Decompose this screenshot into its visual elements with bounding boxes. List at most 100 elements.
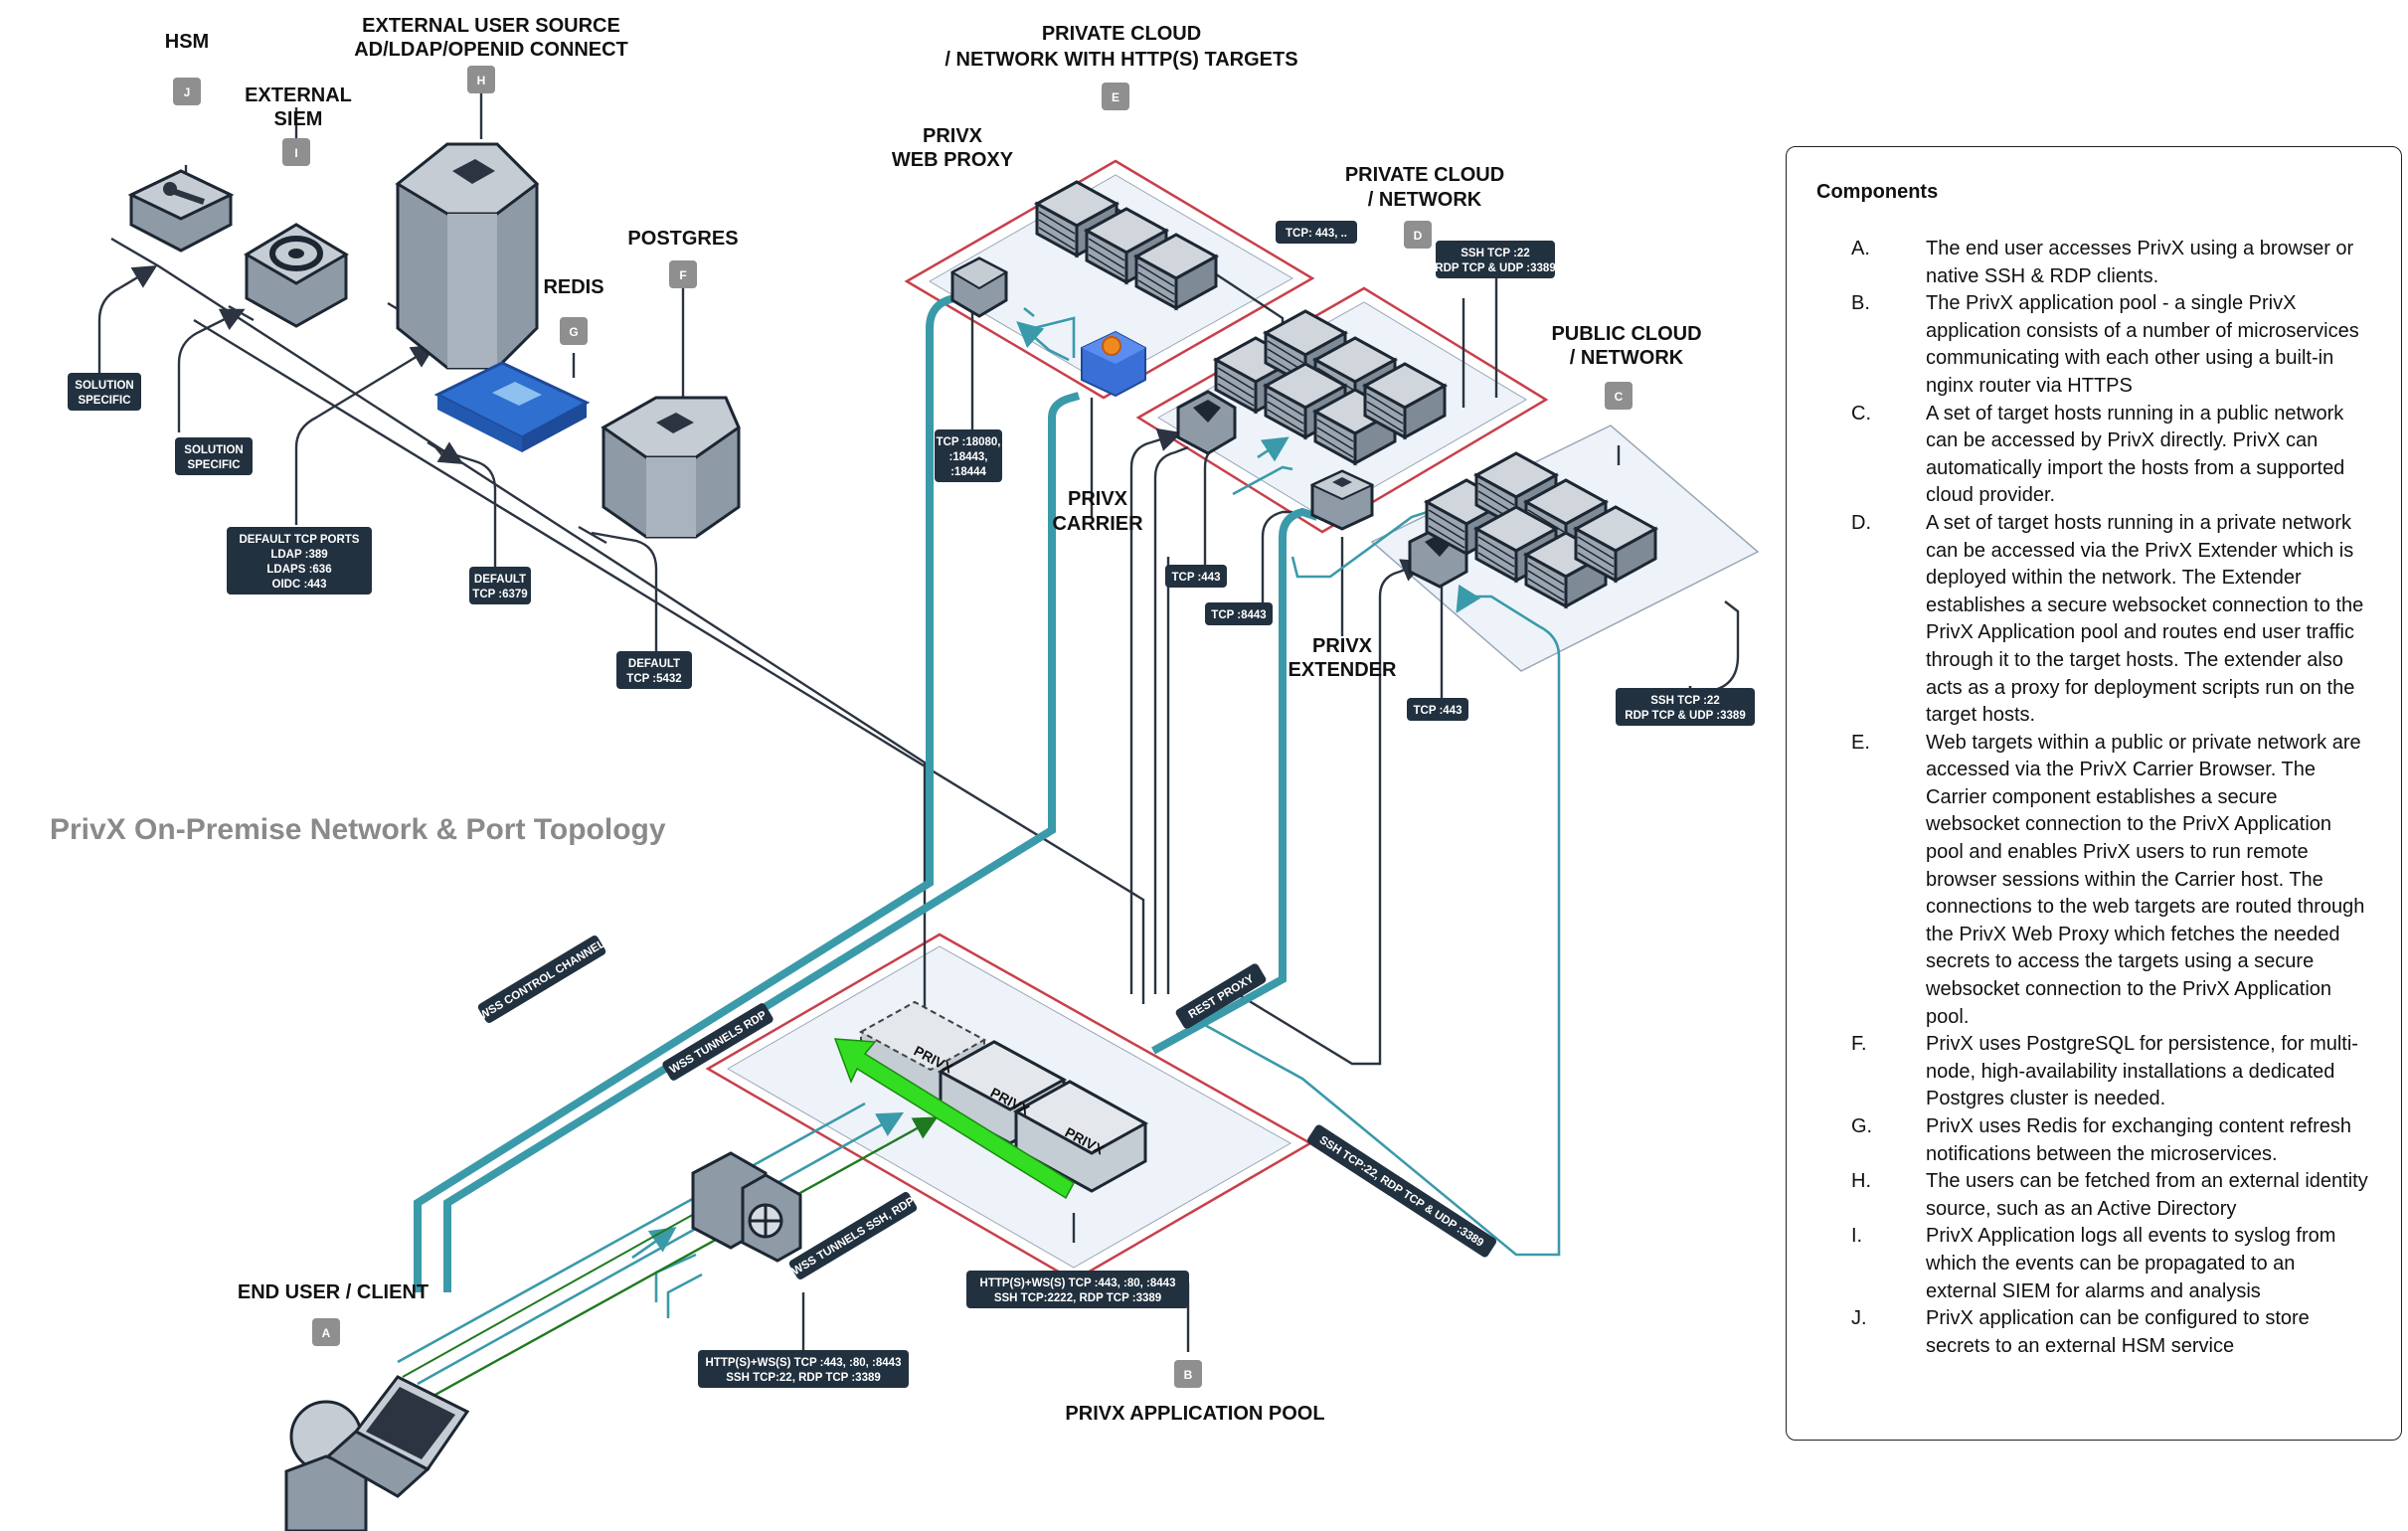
badge-end-user: A xyxy=(312,1318,340,1346)
component-item: H.The users can be fetched from an exter… xyxy=(1816,1168,2371,1223)
postgres-label: POSTGRES xyxy=(627,228,738,250)
public-cloud-label-1: PUBLIC CLOUD xyxy=(1551,323,1701,345)
flow-arrow xyxy=(833,1038,1075,1200)
extender-icon xyxy=(1309,469,1375,531)
node-labels: HSM EXTERNAL SIEM EXTERNAL USER SOURCE A… xyxy=(165,15,1702,1425)
svg-text:WSS CONTROL CHANNEL: WSS CONTROL CHANNEL xyxy=(477,937,607,1022)
component-item: E.Web targets within a public or private… xyxy=(1816,730,2371,1032)
component-letter: I. xyxy=(1851,1225,1863,1248)
port-labels: SOLUTIONSPECIFICSOLUTIONSPECIFICDEFAULT … xyxy=(68,221,1755,1388)
badge-redis: G xyxy=(560,317,588,345)
svg-text:RDP TCP & UDP :3389: RDP TCP & UDP :3389 xyxy=(1625,710,1745,722)
svg-text:A: A xyxy=(322,1326,331,1340)
svg-text:D: D xyxy=(1414,229,1423,243)
postgres-db-icon xyxy=(601,396,741,539)
svg-text::18444: :18444 xyxy=(950,466,986,478)
svg-text:LDAPS :636: LDAPS :636 xyxy=(266,564,331,576)
component-text: PrivX application can be configured to s… xyxy=(1926,1307,2310,1357)
svg-text:HTTP(S)+WS(S) TCP :443, :80, :: HTTP(S)+WS(S) TCP :443, :80, :8443 xyxy=(980,1277,1176,1289)
svg-text:RDP TCP & UDP :3389: RDP TCP & UDP :3389 xyxy=(1435,262,1555,274)
hsm-key-icon xyxy=(127,169,235,253)
user-source-label-2: AD/LDAP/OPENID CONNECT xyxy=(354,39,628,61)
diagram-title: PrivX On-Premise Network & Port Topology xyxy=(50,813,666,846)
svg-text:SSH TCP:2222, RDP TCP :3389: SSH TCP:2222, RDP TCP :3389 xyxy=(994,1292,1161,1304)
component-item: J. PrivX application can be configured to… xyxy=(1816,1305,2371,1360)
svg-text:C: C xyxy=(1615,390,1624,404)
svg-text:E: E xyxy=(1112,90,1119,104)
component-text: A set of target hosts running in a priva… xyxy=(1926,511,2364,727)
privx-server-icons: PRIVX PRIVX PRIVX xyxy=(858,1000,1149,1193)
web-proxy-label-1: PRIVX xyxy=(923,125,983,147)
components-panel: Components A.The end user accesses PrivX… xyxy=(1786,146,2402,1441)
svg-text:TCP :5432: TCP :5432 xyxy=(626,673,681,685)
svg-text:SOLUTION: SOLUTION xyxy=(184,444,243,456)
svg-text:SSH TCP :22: SSH TCP :22 xyxy=(1461,248,1529,259)
app-pool-label: PRIVX APPLICATION POOL xyxy=(1065,1403,1324,1425)
svg-text:SSH TCP:22, RDP TCP & UDP :338: SSH TCP:22, RDP TCP & UDP :3389 xyxy=(1317,1134,1485,1250)
component-letter: A. xyxy=(1851,238,1870,259)
svg-text:J: J xyxy=(184,85,191,99)
hsm-label: HSM xyxy=(165,31,209,53)
channel-wss-control: WSS CONTROL CHANNEL xyxy=(477,936,607,1023)
siem-target-icon xyxy=(244,223,349,328)
svg-text:DEFAULT: DEFAULT xyxy=(474,574,526,586)
badge-public-cloud: C xyxy=(1605,382,1633,410)
components-list: A. The end user accesses PrivX using a br… xyxy=(1816,236,2371,1360)
svg-text:TCP: 443, ..: TCP: 443, .. xyxy=(1286,228,1347,240)
badge-private-cloud: D xyxy=(1404,221,1432,249)
component-text: PrivX Application logs all events to sys… xyxy=(1926,1225,2336,1302)
extender-label-1: PRIVX xyxy=(1312,635,1373,657)
svg-text:SPECIFIC: SPECIFIC xyxy=(78,395,130,407)
user-source-label-1: EXTERNAL USER SOURCE xyxy=(362,15,620,37)
component-letter: B. xyxy=(1851,292,1870,315)
end-user-label: END USER / CLIENT xyxy=(238,1281,429,1303)
port-label-tcp443-b: TCP :443 xyxy=(1407,698,1468,721)
badge-hsm: J xyxy=(173,78,201,105)
badge-siem: I xyxy=(282,138,310,166)
svg-text:SSH TCP :22: SSH TCP :22 xyxy=(1650,695,1719,707)
dark-connections xyxy=(97,89,1740,1352)
web-proxy-label-2: WEB PROXY xyxy=(892,149,1014,171)
svg-text:TCP :6379: TCP :6379 xyxy=(472,589,527,600)
port-label-http-targets: TCP: 443, .. xyxy=(1276,221,1357,244)
component-item: F.PrivX uses PostgreSQL for persistence,… xyxy=(1816,1031,2371,1113)
private-cloud-label-2: / NETWORK xyxy=(1368,189,1482,211)
component-letter: H. xyxy=(1851,1170,1871,1193)
firewall-icon xyxy=(691,1151,802,1263)
carrier-browser-icon xyxy=(1081,330,1146,398)
firewall-icon xyxy=(1176,390,1237,455)
component-item: A. The end user accesses PrivX using a br… xyxy=(1816,236,2371,290)
component-text: The PrivX application pool - a single Pr… xyxy=(1926,292,2359,397)
svg-text:WSS TUNNELS SSH, RDP: WSS TUNNELS SSH, RDP xyxy=(790,1195,918,1277)
component-letter: J. xyxy=(1851,1307,1867,1330)
private-cloud-label-1: PRIVATE CLOUD xyxy=(1345,164,1504,186)
redis-label: REDIS xyxy=(543,276,603,298)
badge-postgres: F xyxy=(669,260,697,288)
channel-wss-ssh-rdp: WSS TUNNELS SSH, RDP xyxy=(788,1192,918,1279)
svg-text::18443,: :18443, xyxy=(948,451,987,463)
svg-text:LDAP :389: LDAP :389 xyxy=(270,549,327,561)
component-item: I. PrivX Application logs all events to s… xyxy=(1816,1223,2371,1305)
component-letter: F. xyxy=(1851,1033,1867,1056)
component-letter: D. xyxy=(1851,511,1871,534)
laptop-icon xyxy=(325,1375,470,1498)
svg-text:DEFAULT TCP PORTS: DEFAULT TCP PORTS xyxy=(240,534,360,546)
component-text: The end user accesses PrivX using a brow… xyxy=(1926,238,2354,287)
siem-label-2: SIEM xyxy=(274,108,323,130)
siem-label-1: EXTERNAL xyxy=(245,85,352,106)
port-label-tcp443-a: TCP :443 xyxy=(1165,565,1227,588)
svg-text:I: I xyxy=(294,146,297,160)
svg-text:G: G xyxy=(569,325,578,339)
public-cloud-label-2: / NETWORK xyxy=(1570,347,1684,369)
badge-private-cloud-http: E xyxy=(1102,83,1129,110)
svg-text:H: H xyxy=(477,74,486,87)
component-text: A set of target hosts running in a publi… xyxy=(1926,402,2345,507)
